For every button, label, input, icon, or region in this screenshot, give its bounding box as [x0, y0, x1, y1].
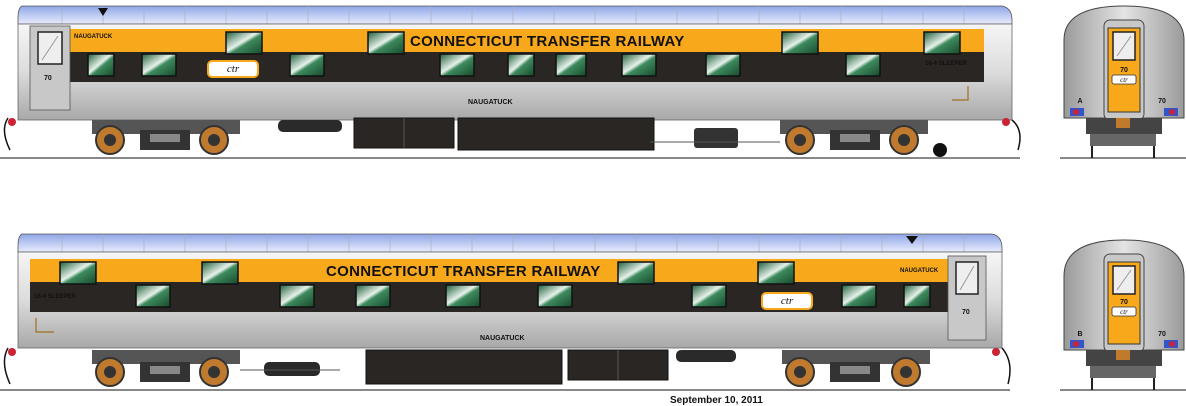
car-number: 70 [44, 75, 52, 82]
car-name-upper: NAUGATUCK [74, 34, 113, 40]
roof [17, 5, 1013, 25]
truck-left [92, 120, 240, 155]
date-caption: September 10, 2011 [670, 395, 763, 406]
roof [17, 233, 1003, 253]
air-tank-2 [676, 350, 736, 362]
lower-windows [87, 53, 881, 77]
truck-right [780, 120, 928, 155]
generator-box [365, 349, 563, 385]
end-letter: A [1077, 98, 1082, 105]
lower-windows [135, 284, 931, 308]
vestibule-door [29, 25, 71, 111]
ctr-logo-text: ctr [227, 63, 240, 75]
end-marker-icon [933, 143, 947, 157]
car-number: 70 [962, 309, 970, 316]
end-door-number: 70 [1120, 299, 1128, 306]
car-side-top: ctr CONNECTICUT TRANSFER RAILWAY NAUGATU… [0, 5, 1021, 159]
car-type: 16-4 SLEEPER [34, 294, 76, 300]
railroad-name: CONNECTICUT TRANSFER RAILWAY [326, 263, 601, 280]
upper-windows [225, 31, 961, 55]
truck-left [92, 350, 240, 387]
roof-vent-icon [906, 236, 918, 244]
ctr-logo [207, 60, 259, 78]
truck-right [782, 350, 930, 387]
air-tank [264, 362, 320, 376]
end-logo-text: ctr [1120, 308, 1128, 316]
end-side-number: 70 [1158, 98, 1166, 105]
car-end-top: 70 ctr A 70 [1060, 5, 1186, 159]
black-band [30, 52, 984, 82]
ctr-logo-text: ctr [781, 295, 794, 307]
upper-windows [59, 261, 795, 285]
end-door-number: 70 [1120, 67, 1128, 74]
air-tank [278, 120, 342, 132]
yellow-stripe [30, 259, 950, 282]
roof-vent-icon [98, 8, 108, 16]
compressor [694, 128, 738, 148]
yellow-stripe [30, 29, 984, 52]
car-end-bottom: 70 ctr B 70 [1060, 239, 1186, 391]
roof-ribs [61, 234, 965, 252]
roof-ribs [61, 6, 965, 24]
car-side-bottom: ctr CONNECTICUT TRANSFER RAILWAY NAUGATU… [0, 233, 1011, 406]
end-side-number: 70 [1158, 331, 1166, 338]
generator-box [457, 117, 655, 151]
ctr-logo [761, 292, 813, 310]
end-logo-text: ctr [1120, 76, 1128, 84]
car-name-side: NAUGATUCK [468, 99, 513, 106]
car-name-side: NAUGATUCK [480, 335, 525, 342]
car-name-upper: NAUGATUCK [900, 268, 939, 274]
car-type: 16-4 SLEEPER [925, 61, 967, 67]
railroad-name: CONNECTICUT TRANSFER RAILWAY [410, 33, 685, 50]
end-letter: B [1077, 331, 1082, 338]
